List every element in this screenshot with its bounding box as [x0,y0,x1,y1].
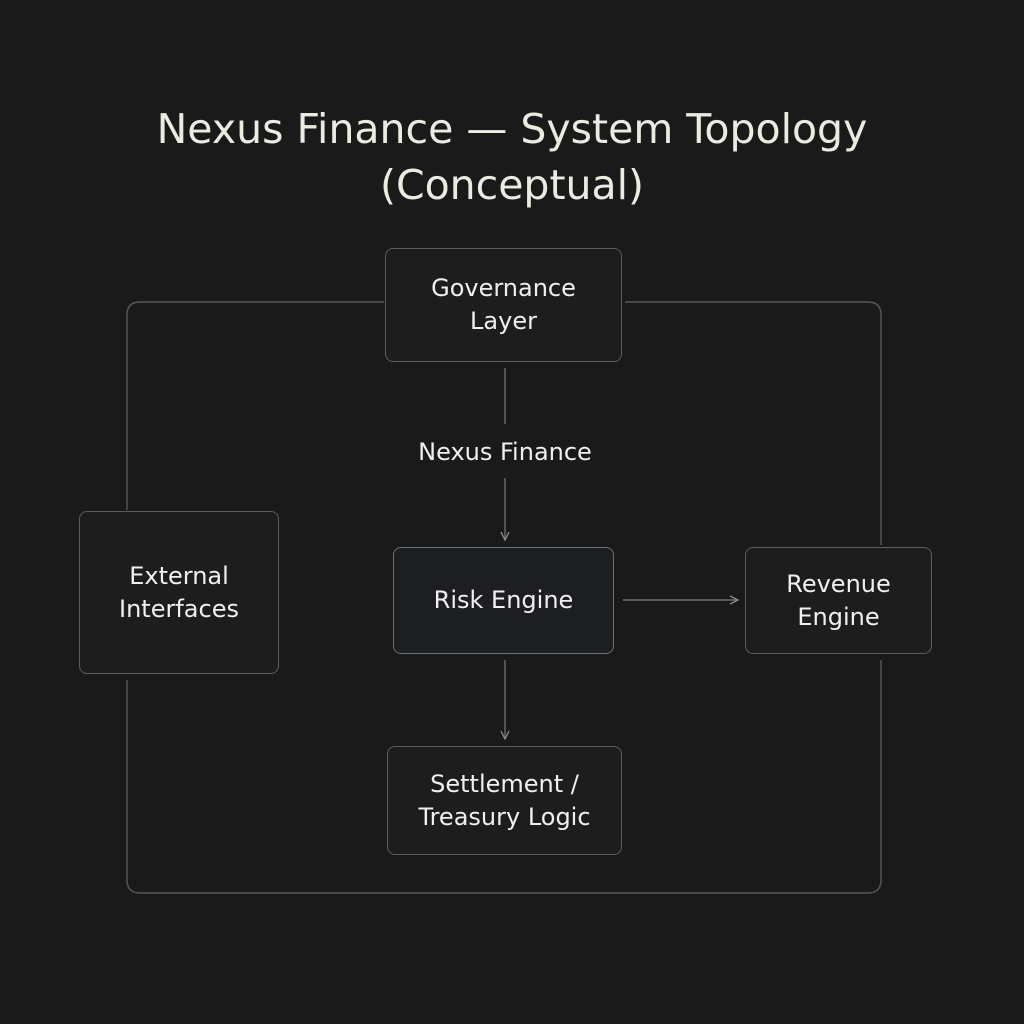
connector-label: Nexus Finance [380,434,630,470]
revenue-engine-node[interactable]: Revenue Engine [745,547,932,654]
diagram-title: Nexus Finance — System Topology (Concept… [0,101,1024,213]
risk-engine-label: Risk Engine [433,586,574,614]
risk-engine-node[interactable]: Risk Engine [393,547,614,654]
settlement-treasury-label: Settlement / Treasury Logic [418,769,591,831]
outer-loop-top-right [625,301,882,545]
outer-loop-top-left [126,301,384,510]
external-interfaces-label: External Interfaces [119,561,239,623]
title-line-2: (Conceptual) [379,161,645,210]
governance-layer-node[interactable]: Governance Layer [385,248,622,362]
title-line-1: Nexus Finance — System Topology [156,105,868,154]
outer-loop-bottom-left [126,660,882,894]
governance-layer-label: Governance Layer [431,274,576,335]
settlement-treasury-node[interactable]: Settlement / Treasury Logic [387,746,622,855]
revenue-engine-label: Revenue Engine [786,569,891,631]
external-interfaces-node[interactable]: External Interfaces [79,511,279,674]
